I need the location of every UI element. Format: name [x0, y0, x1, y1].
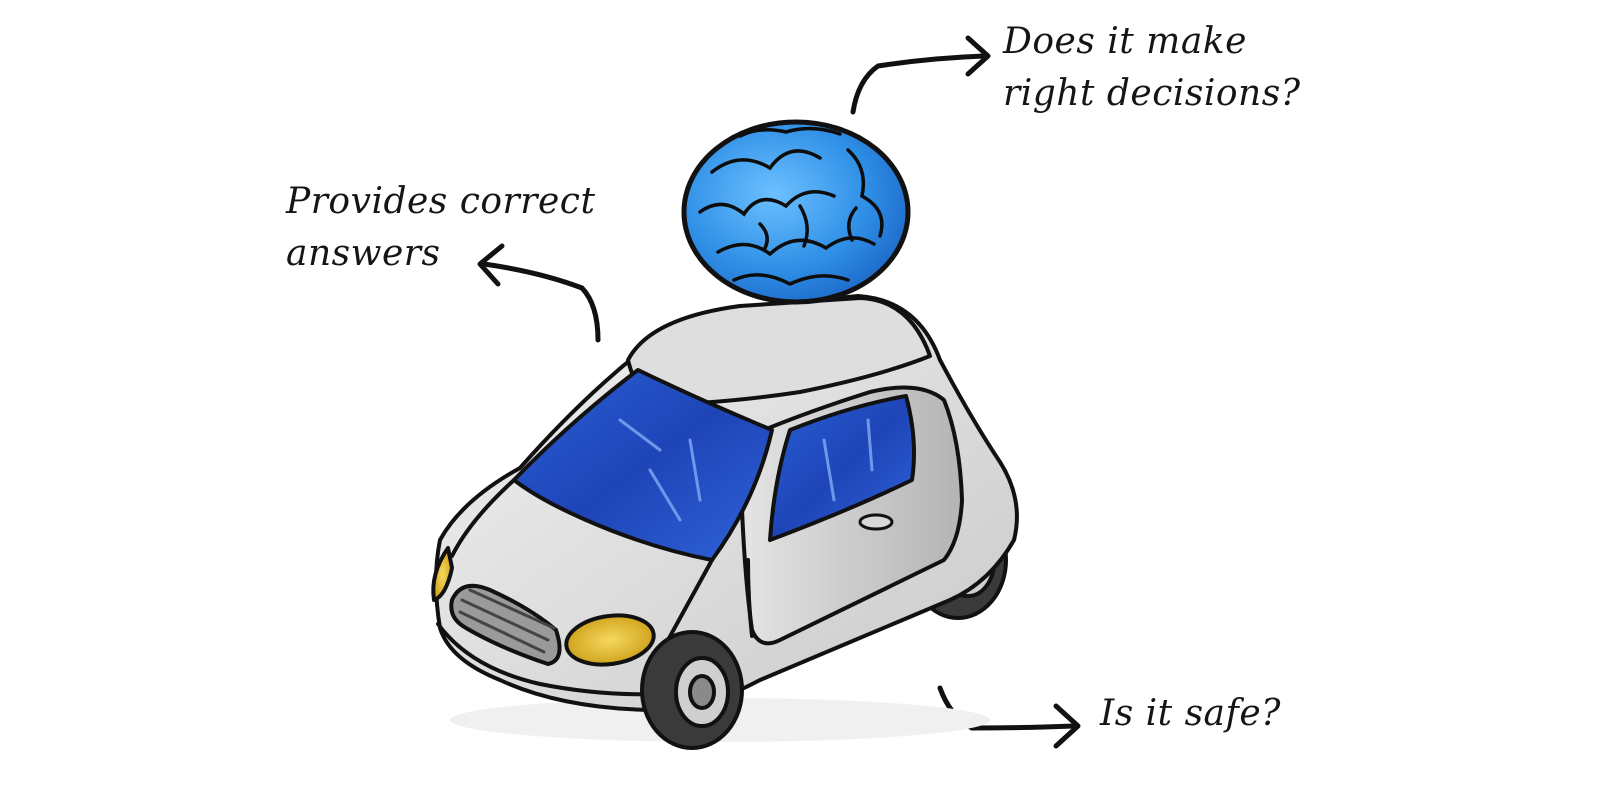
arrow-to-decisions	[850, 35, 991, 115]
annotation-safe-line1: Is it safe?	[1100, 693, 1281, 734]
annotation-decisions: Does it make right decisions?	[1003, 16, 1301, 120]
annotation-answers-line2: answers	[286, 233, 441, 274]
arrow-to-safe	[937, 685, 1081, 749]
annotation-decisions-line2: right decisions?	[1003, 73, 1301, 114]
car-icon	[431, 294, 1019, 750]
annotation-answers-line1: Provides correct	[286, 181, 596, 222]
annotation-answers: Provides correct answers	[286, 176, 595, 280]
annotation-safe: Is it safe?	[1100, 688, 1281, 740]
annotation-decisions-line1: Does it make	[1003, 21, 1247, 62]
brain-icon	[681, 119, 911, 305]
arrow-to-answers	[477, 243, 601, 343]
